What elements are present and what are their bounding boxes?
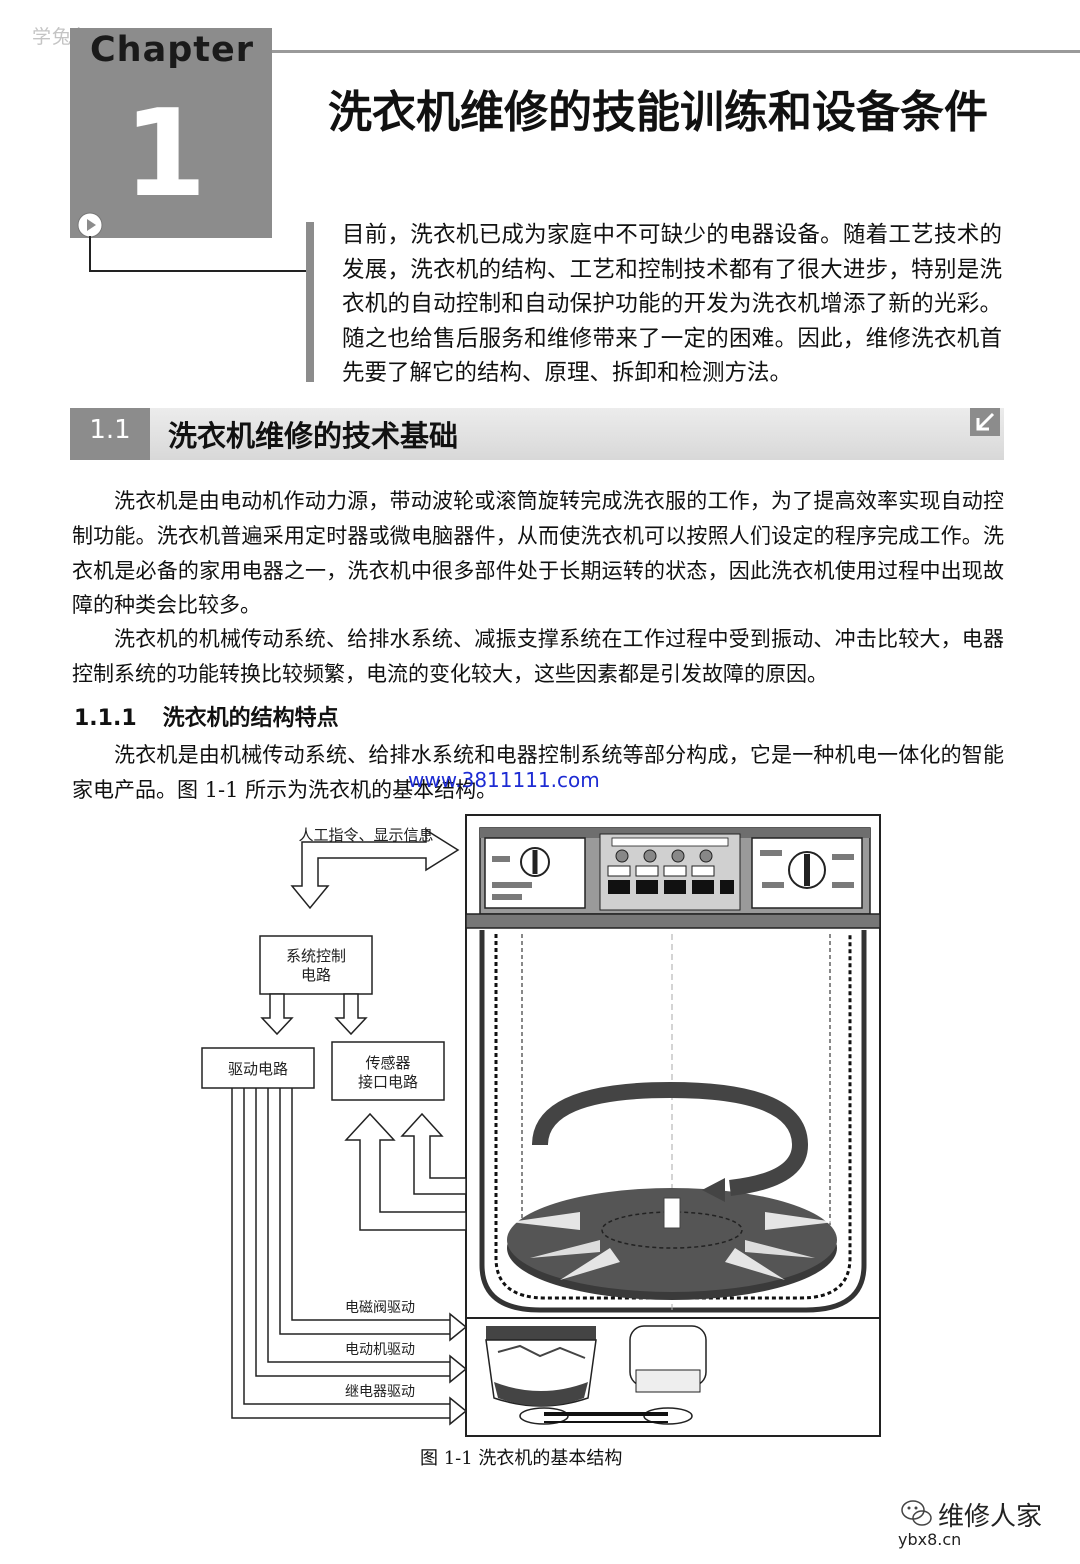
section-title: 洗衣机维修的技术基础 [168,419,459,453]
drive-lines [231,1088,450,1419]
svg-text:电路: 电路 [301,966,331,984]
chapter-box [70,28,272,238]
box-system-control [259,935,373,995]
chapter-title: 洗衣机维修的技能训练和设备条件 [328,87,988,138]
sensor-arrow-1 [344,1112,467,1231]
subsection-text: 洗衣机的结构特点 [162,706,339,731]
sensor-arrow-2 [400,1112,467,1195]
intro-bar [306,222,314,382]
box-drive [201,1047,315,1089]
label-valve-drive: 电磁阀驱动 [345,1300,415,1316]
footer-brand: 维修人家 [938,1502,1043,1532]
svg-text:系统控制: 系统控制 [286,947,346,965]
url-watermark: www.3811111.com [408,768,600,792]
intro-paragraph: 目前，洗衣机已成为家庭中不可缺少的电器设备。随着工艺技术的发展，洗衣机的结构、工… [342,222,1002,386]
chapter-number: 1 [123,85,207,224]
lid-bar [465,913,881,929]
play-icon [77,212,103,238]
body-paragraph: 洗衣机的机械传动系统、给排水系统、减振支撑系统在工作过程中受到振动、冲击比较大，… [72,627,1004,686]
figure-label-top: 人工指令、显示信息 [298,826,433,844]
body-paragraph: 洗衣机是由机械传动系统、给排水系统和电器控制系统等部分构成，它是一种机电一体化的… [72,743,1004,802]
top-arrow [290,828,460,910]
box-sensor [331,1041,445,1101]
label-motor-drive: 电动机驱动 [345,1342,415,1358]
section-header-bar [70,408,1004,460]
rotation-arrow [532,1081,809,1196]
footer-url: ybx8.cn [898,1530,962,1549]
section-number-box [70,408,150,460]
subsection-title: 1.1.1 洗衣机的结构特点 [74,700,339,732]
svg-text:接口电路: 接口电路 [358,1073,418,1091]
outer-tub [479,930,867,1313]
svg-text:驱动电路: 驱动电路 [228,1060,288,1078]
connector-line [89,236,306,272]
arrow-down-left-icon [970,408,1000,436]
header-rule [272,50,1080,53]
section-number: 1.1 [89,415,131,445]
chat-icon [901,1500,932,1526]
body-paragraph: 洗衣机是由电动机作动力源，带动波轮或滚筒旋转完成洗衣服的工作，为了提高效率实现自… [72,489,1004,618]
svg-text:传感器: 传感器 [365,1054,410,1072]
figure-caption: 图 1-1 洗衣机的基本结构 [420,1448,623,1469]
subsection-number: 1.1.1 [74,706,137,731]
chapter-label: Chapter [90,30,255,70]
washing-machine-diagram: 人工指令、显示信息 系统控制 电路 驱动电路 传感器 接口电路 电磁阀驱动 电动… [201,814,881,1437]
label-relay-drive: 继电器驱动 [345,1384,415,1400]
